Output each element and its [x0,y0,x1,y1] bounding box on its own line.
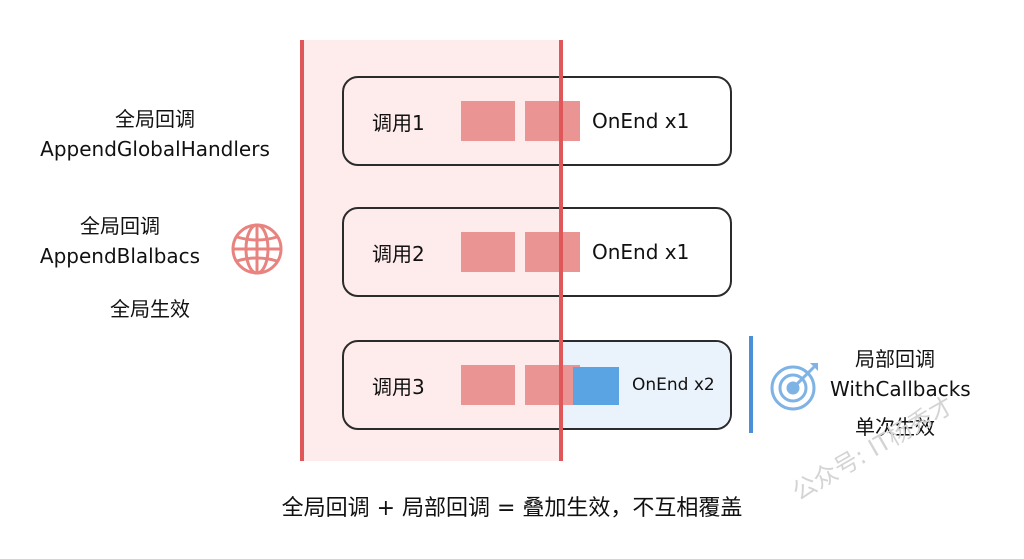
local-callback-api: WithCallbacks [830,377,971,401]
local-scope-marker [749,336,753,433]
summary-caption: 全局回调 + 局部回调 = 叠加生效，不互相覆盖 [281,496,743,521]
call-box-1: 调用1 OnEnd x1 [342,76,732,166]
onend-count-2: OnEnd x1 [592,240,690,264]
call-box-3: 调用3 OnEnd x2 [342,340,732,430]
global-callback-title-1: 全局回调 [115,107,195,131]
call-label-2: 调用2 [372,241,425,266]
global-callback-block [525,101,580,141]
globe-icon [229,221,285,277]
global-scope-region [302,40,562,461]
global-callback-api-2: AppendBlalbacs [39,244,201,268]
call-label-1: 调用1 [372,110,425,135]
local-callback-label: 局部回调 WithCallbacks [830,344,971,404]
global-scope-left-border [300,40,304,461]
call-box-2: 调用2 OnEnd x1 [342,207,732,297]
global-callback-block [461,365,515,405]
local-callback-block [573,367,619,405]
call-label-3: 调用3 [372,374,425,399]
global-callback-label-1: 全局回调 AppendGlobalHandlers [20,104,290,164]
local-scope-note: 单次生效 [855,415,935,439]
global-scope-note: 全局生效 [110,297,190,321]
global-callback-block [525,365,580,405]
global-callback-block [461,101,515,141]
global-callback-api-1: AppendGlobalHandlers [40,137,270,161]
target-icon [768,359,822,413]
global-scope-right-border [559,40,563,461]
onend-count-1: OnEnd x1 [592,109,690,133]
global-callback-label-2: 全局回调 AppendBlalbacs [20,211,220,271]
global-callback-title-2: 全局回调 [80,214,160,238]
global-callback-block [461,232,515,272]
global-callback-block [525,232,580,272]
onend-count-3: OnEnd x2 [632,375,715,395]
local-callback-title: 局部回调 [855,347,935,371]
